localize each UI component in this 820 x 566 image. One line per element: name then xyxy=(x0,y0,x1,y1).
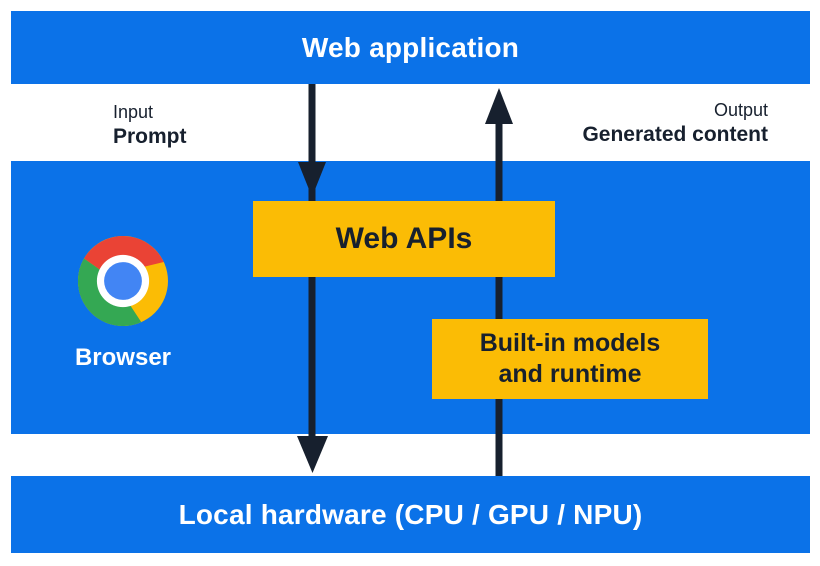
browser-label: Browser xyxy=(74,344,172,371)
web-application-layer: Web application xyxy=(11,11,810,84)
built-in-models-label-line1: Built-in models xyxy=(479,329,661,357)
input-caption: Input xyxy=(113,102,154,122)
input-value-label: Prompt xyxy=(113,125,187,148)
web-apis-label: Web APIs xyxy=(335,222,473,255)
built-in-models-box: Built-in models and runtime xyxy=(432,319,708,399)
web-apis-box: Web APIs xyxy=(253,201,555,277)
up-arrow-line xyxy=(495,122,503,476)
chrome-logo-blue-center xyxy=(104,262,142,300)
up-arrowhead-to-web-application xyxy=(485,88,513,124)
down-arrowhead-to-web-apis xyxy=(298,162,326,197)
built-in-models-label-line2: and runtime xyxy=(498,360,642,388)
output-label-group: Output Generated content xyxy=(582,98,768,148)
input-label-group: Input Prompt xyxy=(113,100,187,150)
chrome-logo-icon xyxy=(77,236,168,327)
local-hardware-layer: Local hardware (CPU / GPU / NPU) xyxy=(11,476,810,553)
web-application-label: Web application xyxy=(301,31,520,63)
io-labels-row: Input Prompt Output Generated content xyxy=(0,0,820,161)
chrome-logo-svg xyxy=(77,236,168,327)
output-caption: Output xyxy=(713,100,768,120)
output-value-label: Generated content xyxy=(582,123,768,146)
down-arrowhead-to-local-hardware xyxy=(297,436,328,473)
local-hardware-label: Local hardware (CPU / GPU / NPU) xyxy=(178,498,643,530)
